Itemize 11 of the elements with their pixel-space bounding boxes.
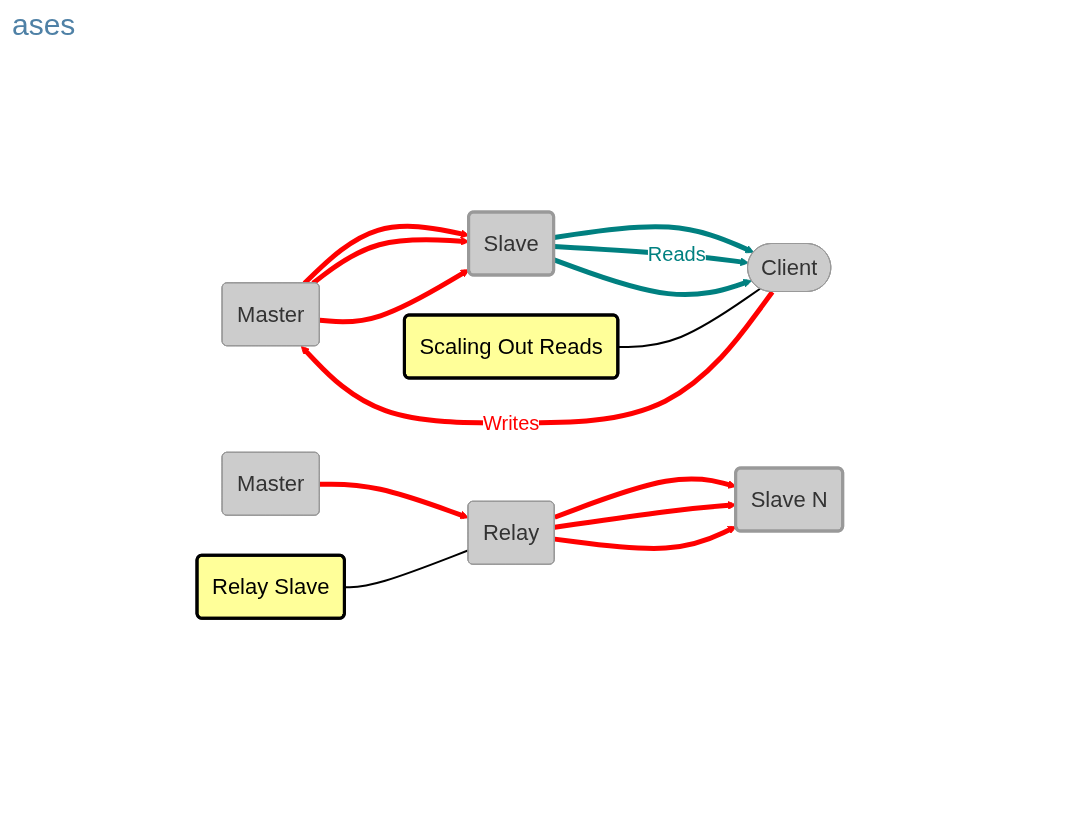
arrow xyxy=(301,290,775,426)
edge-label: Reads xyxy=(647,242,706,265)
connector xyxy=(617,287,762,348)
arrow xyxy=(554,525,737,551)
arrow xyxy=(553,257,753,297)
arrow xyxy=(553,224,755,254)
arrow xyxy=(319,481,470,520)
arrow xyxy=(319,269,470,325)
heading: ases xyxy=(12,8,77,42)
edge-label: Writes xyxy=(483,411,540,434)
connector xyxy=(344,549,470,589)
